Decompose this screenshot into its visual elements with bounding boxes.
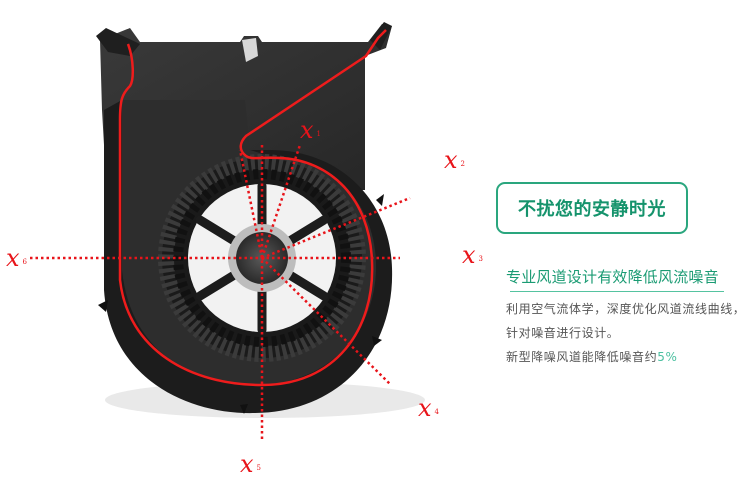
description-line-3-text: 新型降噪风道能降低噪音约 [506, 350, 658, 364]
feature-title-text: 不扰您的安静时光 [518, 199, 666, 220]
noise-reduction-value: 5% [657, 350, 678, 364]
description-line-1: 利用空气流体学，深度优化风道流线曲线， [506, 302, 746, 316]
description-line-2: 针对噪音进行设计。 [506, 326, 620, 340]
description-line-3: 新型降噪风道能降低噪音约5% [506, 348, 677, 365]
subtitle-divider [510, 291, 724, 292]
feature-title: 不扰您的安静时光 [496, 182, 688, 234]
feature-subtitle: 专业风道设计有效降低风流噪音 [506, 268, 719, 286]
axis-lines [30, 144, 411, 440]
